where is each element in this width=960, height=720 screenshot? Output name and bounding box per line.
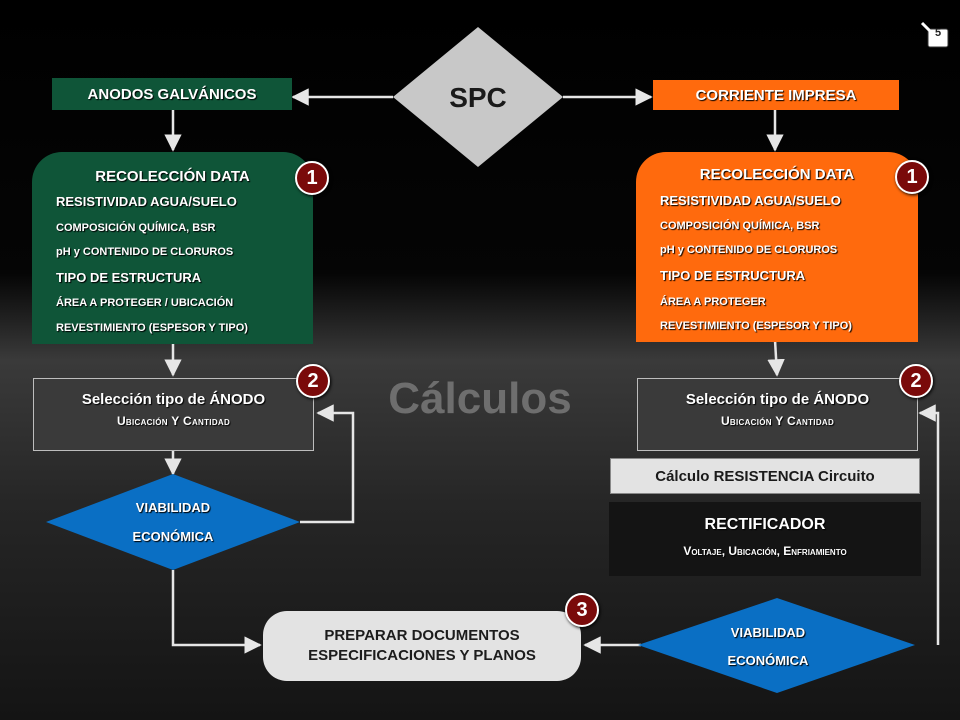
left-viabilidad-diamond	[46, 474, 300, 570]
left-anodo-title: Selección tipo de ÁNODO	[81, 391, 266, 408]
right-data-line4: TIPO DE ESTRUCTURA	[660, 268, 806, 283]
prep-line1: PREPARAR DOCUMENTOS	[324, 627, 520, 644]
pointer-hand-icon	[920, 21, 949, 48]
preparar-documentos-box[interactable]: PREPARAR DOCUMENTOS ESPECIFICACIONES Y P…	[263, 611, 581, 681]
right-viabilidad-text[interactable]: VIABILIDAD ECONÓMICA	[698, 625, 838, 668]
calculo-resistencia-box[interactable]: Cálculo RESISTENCIA Circuito	[610, 458, 920, 494]
left-data-line4: TIPO DE ESTRUCTURA	[56, 270, 202, 285]
spc-diamond	[393, 27, 563, 167]
left-data-line2: COMPOSICIÓN QUÍMICA, BSR	[56, 222, 216, 234]
rectificador-title: RECTIFICADOR	[704, 516, 826, 533]
corriente-impresa-header[interactable]: CORRIENTE IMPRESA	[653, 80, 899, 110]
prep-line2: ESPECIFICACIONES Y PLANOS	[308, 647, 536, 664]
arrow-right-data-to-anodo	[767, 339, 785, 377]
left-data-title: RECOLECCIÓN DATA	[95, 168, 250, 185]
right-data-line3: pH y CONTENIDO DE CLORUROS	[660, 244, 838, 256]
left-data-line5: ÁREA A PROTEGER / UBICACIÓN	[56, 297, 234, 309]
right-viabilidad-diamond	[638, 598, 915, 693]
calculo-resistencia-label: Cálculo RESISTENCIA Circuito	[655, 467, 875, 485]
right-data-line6: REVESTIMIENTO (ESPESOR Y TIPO)	[660, 320, 852, 332]
right-step-2-badge: 2	[899, 364, 933, 398]
right-viabilidad-line2: ECONÓMICA	[727, 653, 809, 668]
step-3-badge: 3	[565, 593, 599, 627]
right-data-line5: ÁREA A PROTEGER	[660, 296, 766, 308]
right-anodo-subtitle: Ubicación Y Cantidad	[720, 414, 835, 428]
arrow-right-feedback-loop	[918, 404, 940, 645]
right-recoleccion-data-box: RECOLECCIÓN DATA RESISTIVIDAD AGUA/SUELO…	[636, 152, 918, 342]
page-number: 5	[934, 27, 942, 39]
calculos-label: Cálculos	[388, 374, 572, 423]
left-viabilidad-line2: ECONÓMICA	[132, 529, 214, 544]
right-data-title: RECOLECCIÓN DATA	[699, 166, 855, 183]
left-data-line6: REVESTIMIENTO (ESPESOR Y TIPO)	[56, 322, 248, 334]
right-viabilidad-line1: VIABILIDAD	[730, 625, 806, 640]
spc-label: SPC	[449, 82, 507, 113]
left-data-line3: pH y CONTENIDO DE CLORUROS	[56, 246, 234, 258]
left-viabilidad-line1: VIABILIDAD	[135, 500, 211, 515]
right-seleccion-anodo-box[interactable]: Selección tipo de ÁNODO Ubicación Y Cant…	[637, 378, 918, 451]
rectificador-box[interactable]: RECTIFICADOR Voltaje, Ubicación, Enfriam…	[609, 502, 921, 576]
rectificador-subtitle: Voltaje, Ubicación, Enfriamiento	[683, 544, 847, 558]
left-viabilidad-text[interactable]: VIABILIDAD ECONÓMICA	[103, 500, 243, 544]
left-seleccion-anodo-box[interactable]: Selección tipo de ÁNODO Ubicación Y Cant…	[33, 378, 314, 451]
right-data-line1: RESISTIVIDAD AGUA/SUELO	[660, 193, 841, 208]
right-data-line2: COMPOSICIÓN QUÍMICA, BSR	[660, 220, 820, 232]
left-anodo-subtitle: Ubicación Y Cantidad	[116, 414, 231, 428]
anodos-galvanicos-header[interactable]: ANODOS GALVÁNICOS	[52, 78, 292, 110]
arrow-left-feedback-loop	[300, 404, 355, 524]
left-step-1-badge: 1	[295, 161, 329, 195]
left-data-line1: RESISTIVIDAD AGUA/SUELO	[56, 194, 237, 209]
right-anodo-title: Selección tipo de ÁNODO	[685, 391, 870, 408]
left-step-2-badge: 2	[296, 364, 330, 398]
right-step-1-badge: 1	[895, 160, 929, 194]
arrow-left-viabilidad-to-prep	[171, 570, 262, 654]
left-recoleccion-data-box: RECOLECCIÓN DATA RESISTIVIDAD AGUA/SUELO…	[32, 152, 313, 344]
